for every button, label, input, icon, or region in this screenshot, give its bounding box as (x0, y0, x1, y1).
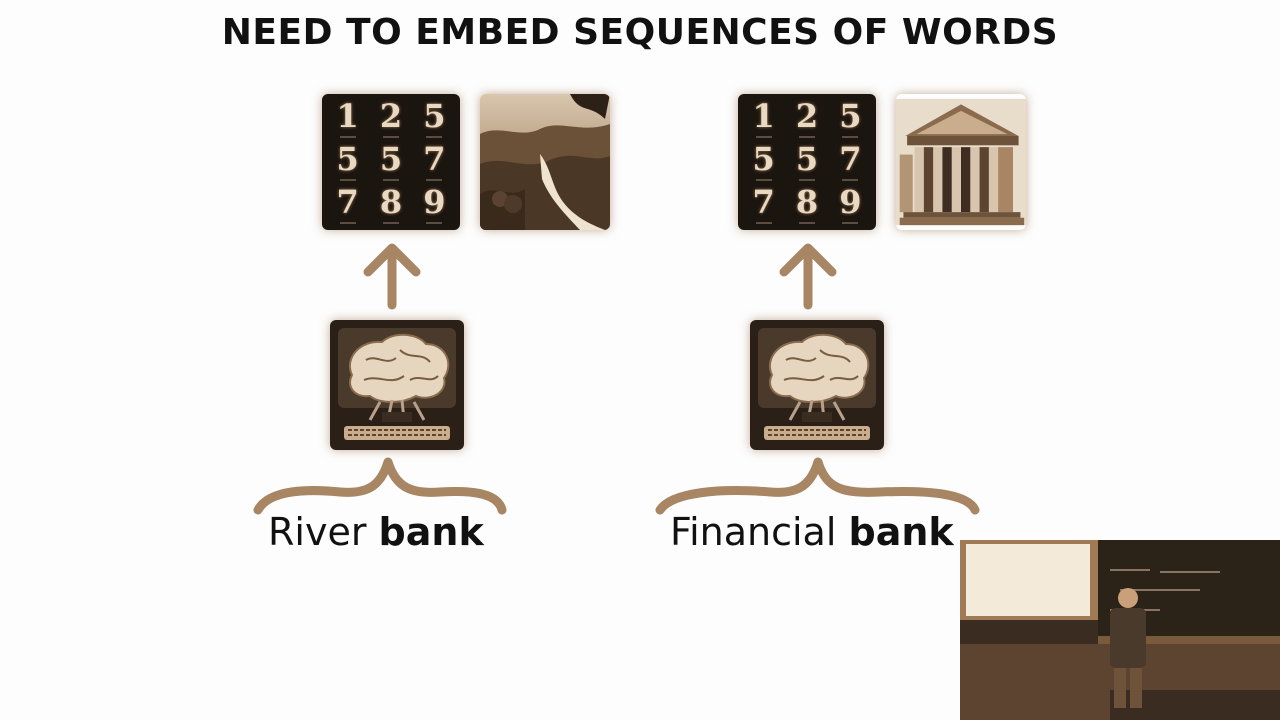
curly-brace-icon (655, 457, 980, 515)
digit-cell: 7 (413, 141, 456, 184)
digit-cell: 8 (785, 183, 828, 226)
slide-title: NEED TO EMBED SEQUENCES OF WORDS (221, 12, 1059, 53)
brain-computer-icon (750, 320, 884, 450)
digit-cell: 7 (326, 183, 369, 226)
curly-brace-icon (253, 457, 507, 515)
digit-cell: 7 (742, 183, 785, 226)
phrase-word: Financial (670, 510, 837, 554)
digit-cell: 1 (742, 98, 785, 141)
digit-cell: 5 (829, 98, 872, 141)
digit-cell: 5 (413, 98, 456, 141)
digit-cell: 2 (785, 98, 828, 141)
digit-cell: 5 (326, 141, 369, 184)
lecture-room-image (960, 540, 1280, 720)
lecturer-video-inset (960, 540, 1280, 720)
river-landscape-icon (480, 94, 610, 230)
phrase-keyword: bank (378, 510, 484, 554)
bank-building-icon (896, 94, 1026, 230)
embedding-vector-grid: 1 2 5 5 5 7 7 8 9 (322, 94, 460, 230)
brain-computer-icon (330, 320, 464, 450)
digit-cell: 1 (326, 98, 369, 141)
digit-cell: 5 (742, 141, 785, 184)
phrase-keyword: bank (848, 510, 954, 554)
digit-cell: 2 (369, 98, 412, 141)
digit-cell: 5 (369, 141, 412, 184)
embedding-vector-grid: 1 2 5 5 5 7 7 8 9 (738, 94, 876, 230)
phrase-financial-bank: Financial bank (670, 510, 954, 554)
up-arrow-icon (363, 243, 421, 310)
phrase-river-bank: River bank (268, 510, 484, 554)
digit-cell: 9 (829, 183, 872, 226)
up-arrow-icon (779, 243, 837, 310)
digit-cell: 7 (829, 141, 872, 184)
digit-cell: 5 (785, 141, 828, 184)
digit-cell: 8 (369, 183, 412, 226)
phrase-word: River (268, 510, 367, 554)
digit-cell: 9 (413, 183, 456, 226)
